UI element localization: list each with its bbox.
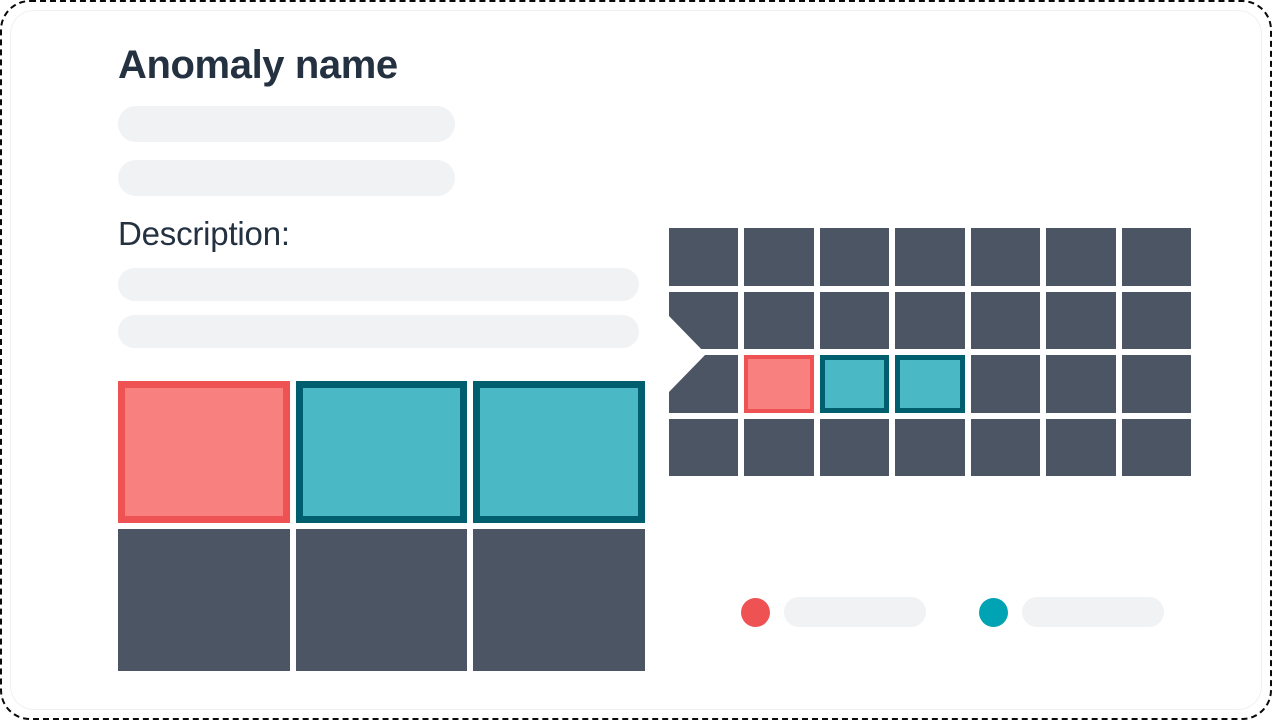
- legend-dot-anomaly: [741, 597, 770, 627]
- grid-cell: [1046, 418, 1116, 476]
- grid-cell-expected: [295, 381, 468, 523]
- grid-cell: [669, 418, 739, 476]
- chevron-right-icon: [668, 315, 706, 393]
- grid-cell-expected: [895, 355, 965, 413]
- grid-cell: [819, 418, 890, 476]
- grid-cell: [970, 355, 1041, 413]
- legend-dot-expected: [979, 597, 1008, 627]
- grid-cell-expected: [473, 381, 645, 523]
- grid-cell: [895, 291, 965, 349]
- description-label: Description:: [118, 215, 290, 252]
- grid-cell-anomaly: [118, 381, 290, 523]
- grid-cell: [1046, 355, 1116, 413]
- anomaly-detail-grid: [118, 381, 645, 671]
- legend-label-skeleton: [1022, 597, 1164, 627]
- grid-cell: [895, 228, 965, 286]
- grid-cell: [295, 529, 468, 671]
- grid-cell: [970, 291, 1041, 349]
- grid-cell: [1121, 418, 1191, 476]
- skeleton-text-line: [118, 106, 455, 142]
- grid-cell: [1046, 228, 1116, 286]
- grid-cell: [744, 418, 814, 476]
- grid-cell: [1046, 291, 1116, 349]
- skeleton-text-line: [118, 160, 455, 196]
- grid-cell: [473, 529, 645, 671]
- overview-heatmap-grid: [668, 228, 1191, 476]
- skeleton-text-line: [118, 268, 639, 301]
- grid-cell: [970, 418, 1041, 476]
- grid-cell: [118, 529, 290, 671]
- grid-cell: [744, 228, 814, 286]
- grid-cell: [1121, 355, 1191, 413]
- grid-cell: [819, 228, 890, 286]
- grid-cell-expected: [819, 355, 890, 413]
- grid-cell: [1121, 228, 1191, 286]
- grid-cell: [970, 228, 1041, 286]
- anomaly-card: Anomaly name Description:: [10, 10, 1262, 710]
- skeleton-text-line: [118, 315, 639, 348]
- grid-cell-anomaly: [744, 355, 814, 413]
- grid-cell: [669, 228, 739, 286]
- grid-cell: [744, 291, 814, 349]
- grid-cell: [1121, 291, 1191, 349]
- legend-label-skeleton: [784, 597, 926, 627]
- grid-cell: [895, 418, 965, 476]
- page-title: Anomaly name: [118, 43, 398, 87]
- grid-cell: [819, 291, 890, 349]
- legend: [741, 597, 1164, 627]
